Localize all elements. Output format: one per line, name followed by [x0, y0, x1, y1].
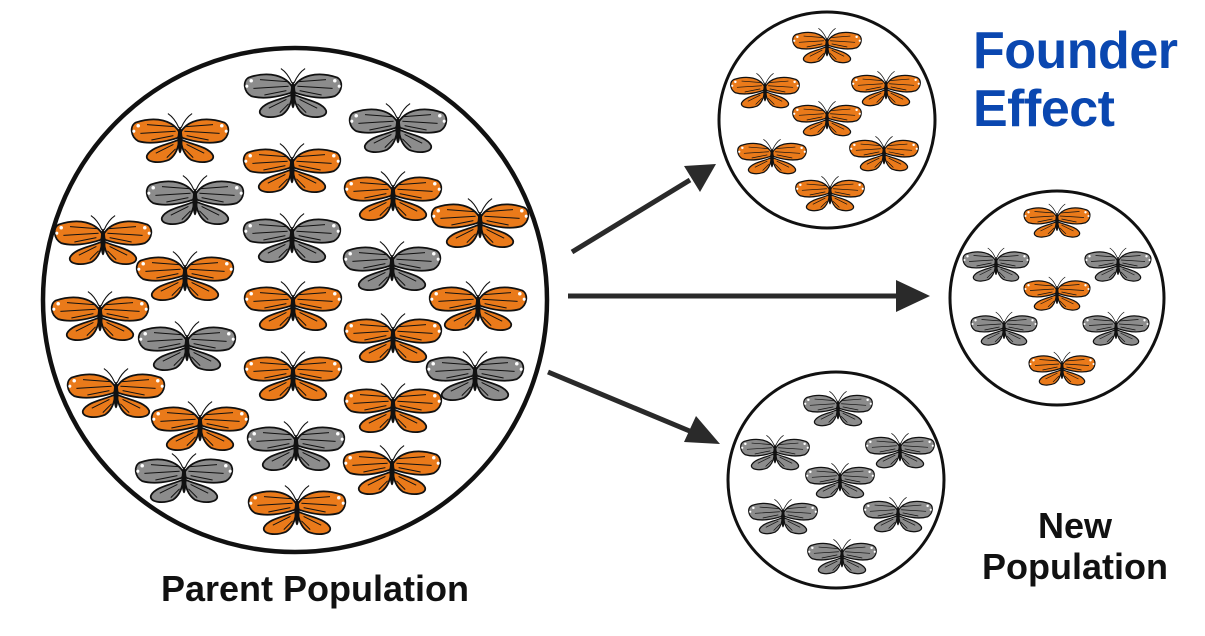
new-label-line-2: Population — [982, 546, 1168, 588]
arrow-to-middle — [568, 280, 930, 312]
title-line-1: Founder — [973, 22, 1178, 80]
new-label-line-1: New — [1037, 505, 1113, 546]
arrow-to-top — [570, 164, 716, 255]
title-line-2: Effect — [973, 80, 1115, 139]
parent-population-label: Parent Population — [160, 568, 470, 609]
arrow-to-bottom — [547, 369, 720, 444]
new-population-label: New Population — [955, 505, 1195, 588]
diagram-title: Founder Effect — [973, 22, 1178, 139]
